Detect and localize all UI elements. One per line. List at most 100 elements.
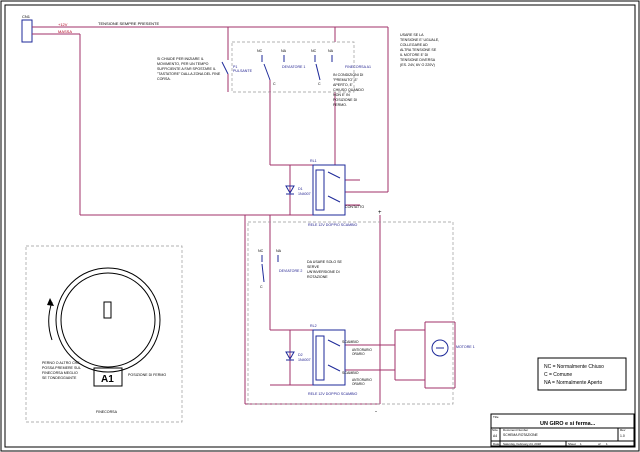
svg-text:IN CONDIZIONI DI: IN CONDIZIONI DI — [333, 73, 363, 77]
legend: NC = Normalmente Chiuso C = Comune NA = … — [537, 357, 627, 391]
svg-text:FERMO.: FERMO. — [333, 103, 347, 107]
switch-frame — [231, 41, 355, 93]
svg-text:COLLEGARE AD: COLLEGARE AD — [400, 43, 428, 47]
svg-text:1: 1 — [606, 442, 608, 446]
svg-text:RL2: RL2 — [310, 324, 317, 328]
svg-text:ANTIORARIO: ANTIORARIO — [352, 378, 372, 382]
svg-text:MOVIMENTO, PER UN TEMPO: MOVIMENTO, PER UN TEMPO — [157, 62, 209, 66]
svg-text:NA: NA — [276, 249, 282, 253]
wires — [46, 26, 456, 405]
svg-text:FINECORSA: FINECORSA — [96, 410, 118, 414]
svg-text:1N4007: 1N4007 — [298, 192, 311, 196]
switch-deviatore-1: NC NA C DEVIATORE 1 — [257, 49, 305, 92]
pushbutton-p1: P1 PULSANTE — [221, 42, 253, 92]
connector-ref: CN1 — [22, 14, 31, 19]
svg-text:IL MOTORE E' DI: IL MOTORE E' DI — [400, 53, 428, 57]
mechanism-drawing: A1 PERNO O ALTRO CHE POSSA PREMERE SUL F… — [42, 267, 166, 414]
svg-text:Document Number: Document Number — [503, 428, 528, 432]
svg-text:P1: P1 — [233, 65, 237, 69]
svg-text:ORARIO: ORARIO — [352, 382, 365, 386]
svg-text:NON E' IN: NON E' IN — [333, 93, 350, 97]
supply-positive-label: +12V — [58, 22, 68, 27]
svg-text:NC: NC — [257, 49, 263, 53]
svg-text:of: of — [598, 442, 601, 446]
svg-text:"TASTATORE" DALLA ZONA DEL FIN: "TASTATORE" DALLA ZONA DEL FINE — [157, 72, 221, 76]
title: UN GIRO e si ferma... — [540, 421, 596, 427]
motor-1: MOTORE 1 — [431, 339, 475, 357]
svg-text:Size: Size — [492, 428, 498, 432]
svg-text:APERTO, E': APERTO, E' — [333, 83, 353, 87]
svg-text:PULSANTE: PULSANTE — [233, 69, 253, 73]
svg-text:-: - — [375, 409, 377, 415]
mechanism-frame — [25, 245, 183, 423]
title-block: Title UN GIRO e si ferma... Size A4 Docu… — [490, 413, 635, 447]
svg-text:NC: NC — [311, 49, 317, 53]
svg-text:SERVE: SERVE — [307, 265, 320, 269]
svg-text:DA USARE SOLO SE: DA USARE SOLO SE — [307, 260, 343, 264]
relay-rl2: RL2 RELE 12V DOPPIO SCAMBIO SCAMBIO SCAM… — [308, 324, 377, 415]
switch-finecorsa-a1: NC NA C FINECORSA A1 — [311, 49, 371, 86]
svg-text:Saturday, February 24, 2018: Saturday, February 24, 2018 — [503, 442, 541, 446]
svg-text:C: C — [260, 285, 263, 289]
svg-text:SUFFICIENTE A FAR SPOSTARE IL: SUFFICIENTE A FAR SPOSTARE IL — [157, 67, 216, 71]
svg-text:+: + — [378, 210, 382, 216]
svg-text:SCAMBIO: SCAMBIO — [342, 340, 359, 344]
sheet-inner-border — [4, 4, 636, 448]
svg-text:POSIZIONE DI FERMO: POSIZIONE DI FERMO — [128, 373, 166, 377]
svg-text:C: C — [273, 82, 276, 86]
svg-text:C = Comune: C = Comune — [544, 372, 572, 378]
svg-text:SCAMBIO: SCAMBIO — [342, 371, 359, 375]
note-pulsante: SI CHIUDE PER INIZIARE IL MOVIMENTO, PER… — [157, 57, 221, 81]
svg-text:RELE 12V DOPPIO SCAMBIO: RELE 12V DOPPIO SCAMBIO — [308, 223, 358, 227]
svg-text:Sheet: Sheet — [568, 442, 576, 446]
svg-text:1: 1 — [580, 442, 582, 446]
svg-text:1N4007: 1N4007 — [298, 358, 311, 362]
relay-rl1: RL1 RELE 12V DOPPIO SCAMBIO CONTATTO + — [308, 159, 382, 227]
diode-d1: D1 1N4007 — [285, 185, 311, 196]
svg-text:NA = Normalmente Aperto: NA = Normalmente Aperto — [544, 380, 602, 386]
switch-deviatore-2: NC NA C DEVIATORE 2 — [258, 249, 302, 289]
svg-text:NC = Normalmente Chiuso: NC = Normalmente Chiuso — [544, 364, 604, 370]
svg-text:TENSIONE DIVERSA: TENSIONE DIVERSA — [400, 58, 436, 62]
svg-text:"PREMUTO" E': "PREMUTO" E' — [333, 78, 358, 82]
note-finecorsa: IN CONDIZIONI DI "PREMUTO" E' APERTO, E'… — [333, 73, 364, 107]
power-connector: CN1 +12V MASSA — [21, 14, 72, 43]
svg-text:ORARIO: ORARIO — [352, 352, 365, 356]
label-a1: A1 — [101, 374, 114, 385]
svg-text:CORSA.: CORSA. — [157, 77, 171, 81]
svg-text:FINECORSA A1: FINECORSA A1 — [345, 65, 371, 69]
svg-text:RELE 12V DOPPIO SCAMBIO: RELE 12V DOPPIO SCAMBIO — [308, 392, 358, 396]
svg-text:(ES. 24V, 6V O 220V): (ES. 24V, 6V O 220V) — [400, 63, 435, 67]
svg-text:A4: A4 — [493, 434, 497, 438]
tension-label: TENSIONE SEMPRE PRESENTE — [98, 21, 159, 26]
svg-text:DEVIATORE 1: DEVIATORE 1 — [282, 65, 305, 69]
svg-text:FINECORSA MEGLIO: FINECORSA MEGLIO — [42, 371, 78, 375]
svg-text:SCHEMA ROTAZIONE: SCHEMA ROTAZIONE — [503, 433, 539, 437]
svg-text:SI CHIUDE PER INIZIARE IL: SI CHIUDE PER INIZIARE IL — [157, 57, 204, 61]
svg-text:Date:: Date: — [493, 442, 500, 446]
svg-text:POSIZIONE DI: POSIZIONE DI — [333, 98, 357, 102]
svg-text:DEVIATORE 2: DEVIATORE 2 — [279, 269, 302, 273]
relay-frame — [247, 221, 454, 405]
svg-text:ANTIORARIO: ANTIORARIO — [352, 348, 372, 352]
diode-d2: D2 1N4007 — [285, 351, 311, 362]
svg-text:RL1: RL1 — [310, 159, 317, 163]
svg-text:Rev: Rev — [620, 428, 626, 432]
supply-ground-label: MASSA — [58, 29, 72, 34]
svg-text:NC: NC — [258, 249, 264, 253]
svg-text:CHIUSO QUANDO: CHIUSO QUANDO — [333, 88, 364, 92]
svg-text:C: C — [318, 82, 321, 86]
svg-text:MOTORE 1: MOTORE 1 — [456, 345, 475, 349]
svg-text:NA: NA — [328, 49, 334, 53]
svg-text:ROTAZIONE: ROTAZIONE — [307, 275, 328, 279]
svg-text:1.0: 1.0 — [620, 434, 625, 438]
svg-text:SE TONDEGGIANTE: SE TONDEGGIANTE — [42, 376, 77, 380]
svg-text:Title: Title — [493, 415, 499, 419]
svg-text:TENSIONE E' UGUALE,: TENSIONE E' UGUALE, — [400, 38, 439, 42]
svg-text:POSSA PREMERE SUL: POSSA PREMERE SUL — [42, 366, 81, 370]
svg-text:D1: D1 — [298, 187, 303, 191]
note-top: USARE SE LA TENSIONE E' UGUALE, COLLEGAR… — [400, 33, 439, 67]
svg-text:D2: D2 — [298, 353, 303, 357]
